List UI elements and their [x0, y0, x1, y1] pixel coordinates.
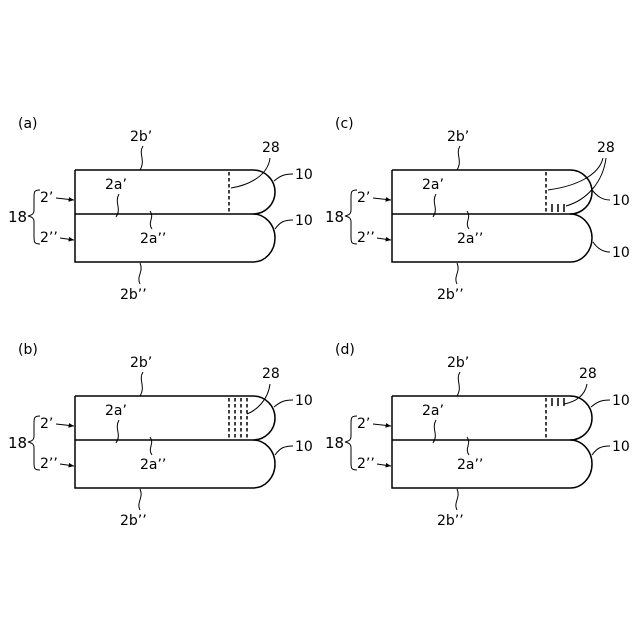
label-score: 28 [262, 140, 280, 156]
leader-edge-top [274, 174, 293, 181]
brace [28, 416, 40, 470]
label-bracket: 18 [8, 434, 27, 452]
label-layer-bottom: 2’’ [40, 456, 58, 472]
label-surface-top-inner: 2a’ [422, 403, 444, 419]
arrow-layer-bottom [377, 464, 391, 466]
label-bracket: 18 [8, 208, 27, 226]
label-edge-bottom: 10 [295, 439, 313, 455]
label-bracket: 18 [325, 434, 344, 452]
label-layer-top: 2’ [357, 190, 370, 206]
label-surface-bottom-inner: 2a’’ [140, 231, 166, 247]
arrow-layer-bottom [60, 238, 74, 240]
panel-c: (c) 2b’ 2a’ 2a’’ 2b’’ 28 10 10 18 2’ 2’’ [325, 116, 630, 303]
arrow-layer-bottom [377, 238, 391, 240]
label-surface-bottom-outer: 2b’’ [120, 513, 147, 529]
leader-edge-bottom [275, 446, 293, 455]
label-surface-bottom-inner: 2a’’ [457, 457, 483, 473]
label-surface-top-outer: 2b’ [130, 129, 152, 145]
brace [345, 190, 357, 244]
label-surface-top-inner: 2a’ [422, 177, 444, 193]
panel-b: (b) 2b’ 2a’ 2a’’ 2b’’ 28 10 10 18 2’ 2’’ [8, 342, 313, 529]
leader-surface-bottom-outer [456, 489, 458, 510]
leader-surface-bottom-outer [139, 263, 141, 284]
label-score: 28 [579, 366, 597, 382]
label-edge-bottom: 10 [295, 213, 313, 229]
label-surface-bottom-inner: 2a’’ [457, 231, 483, 247]
leader-edge-top [591, 400, 610, 407]
label-surface-bottom-outer: 2b’’ [120, 287, 147, 303]
label-surface-top-inner: 2a’ [105, 403, 127, 419]
label-edge-top: 10 [295, 167, 313, 183]
label-layer-top: 2’ [40, 416, 53, 432]
leader-edge-top [274, 400, 293, 407]
brace [28, 190, 40, 244]
leader-edge-bottom [592, 446, 610, 455]
label-surface-top-outer: 2b’ [130, 355, 152, 371]
label-surface-bottom-inner: 2a’’ [140, 457, 166, 473]
bottom-layer-outline [392, 214, 592, 262]
label-score: 28 [597, 140, 615, 156]
label-edge-top: 10 [612, 193, 630, 209]
panel-label: (a) [18, 116, 38, 132]
leader-edge-top [592, 190, 610, 200]
label-edge-top: 10 [295, 393, 313, 409]
leader-surface-bottom-outer [456, 263, 458, 284]
label-surface-top-outer: 2b’ [447, 129, 469, 145]
panel-label: (d) [335, 342, 355, 358]
leader-surface-bottom-outer [139, 489, 141, 510]
label-surface-bottom-outer: 2b’’ [437, 513, 464, 529]
panel-label: (c) [335, 116, 354, 132]
label-bracket: 18 [325, 208, 344, 226]
label-layer-bottom: 2’’ [40, 230, 58, 246]
leader-edge-bottom [275, 220, 293, 229]
label-surface-top-inner: 2a’ [105, 177, 127, 193]
bottom-layer-outline [75, 440, 275, 488]
leader-edge-bottom [593, 242, 610, 252]
bottom-layer-outline [75, 214, 275, 262]
label-edge-bottom: 10 [612, 439, 630, 455]
arrow-layer-top [56, 424, 74, 426]
brace [345, 416, 357, 470]
label-layer-top: 2’ [40, 190, 53, 206]
arrow-layer-top [373, 424, 391, 426]
leader-surface-top-outer [457, 372, 460, 396]
arrow-layer-bottom [60, 464, 74, 466]
leader-surface-top-outer [140, 372, 143, 396]
arrow-layer-top [56, 198, 74, 200]
label-surface-bottom-outer: 2b’’ [437, 287, 464, 303]
leader-surface-top-outer [457, 146, 460, 170]
label-layer-top: 2’ [357, 416, 370, 432]
leader-surface-top-outer [140, 146, 143, 170]
label-layer-bottom: 2’’ [357, 456, 375, 472]
label-edge-top: 10 [612, 393, 630, 409]
leader-score [548, 158, 603, 190]
leader-score [247, 384, 270, 414]
panel-label: (b) [18, 342, 38, 358]
label-surface-top-outer: 2b’ [447, 355, 469, 371]
panel-a: (a) 2b’ 2a’ 2a’’ 2b’’ 28 10 10 18 2’ 2’’ [8, 116, 313, 303]
arrow-layer-top [373, 198, 391, 200]
label-layer-bottom: 2’’ [357, 230, 375, 246]
label-edge-bottom: 10 [612, 245, 630, 261]
label-score: 28 [262, 366, 280, 382]
bottom-layer-outline [392, 440, 592, 488]
panel-d: (d) 2b’ 2a’ 2a’’ 2b’’ 28 10 10 18 2’ 2’’ [325, 342, 630, 529]
